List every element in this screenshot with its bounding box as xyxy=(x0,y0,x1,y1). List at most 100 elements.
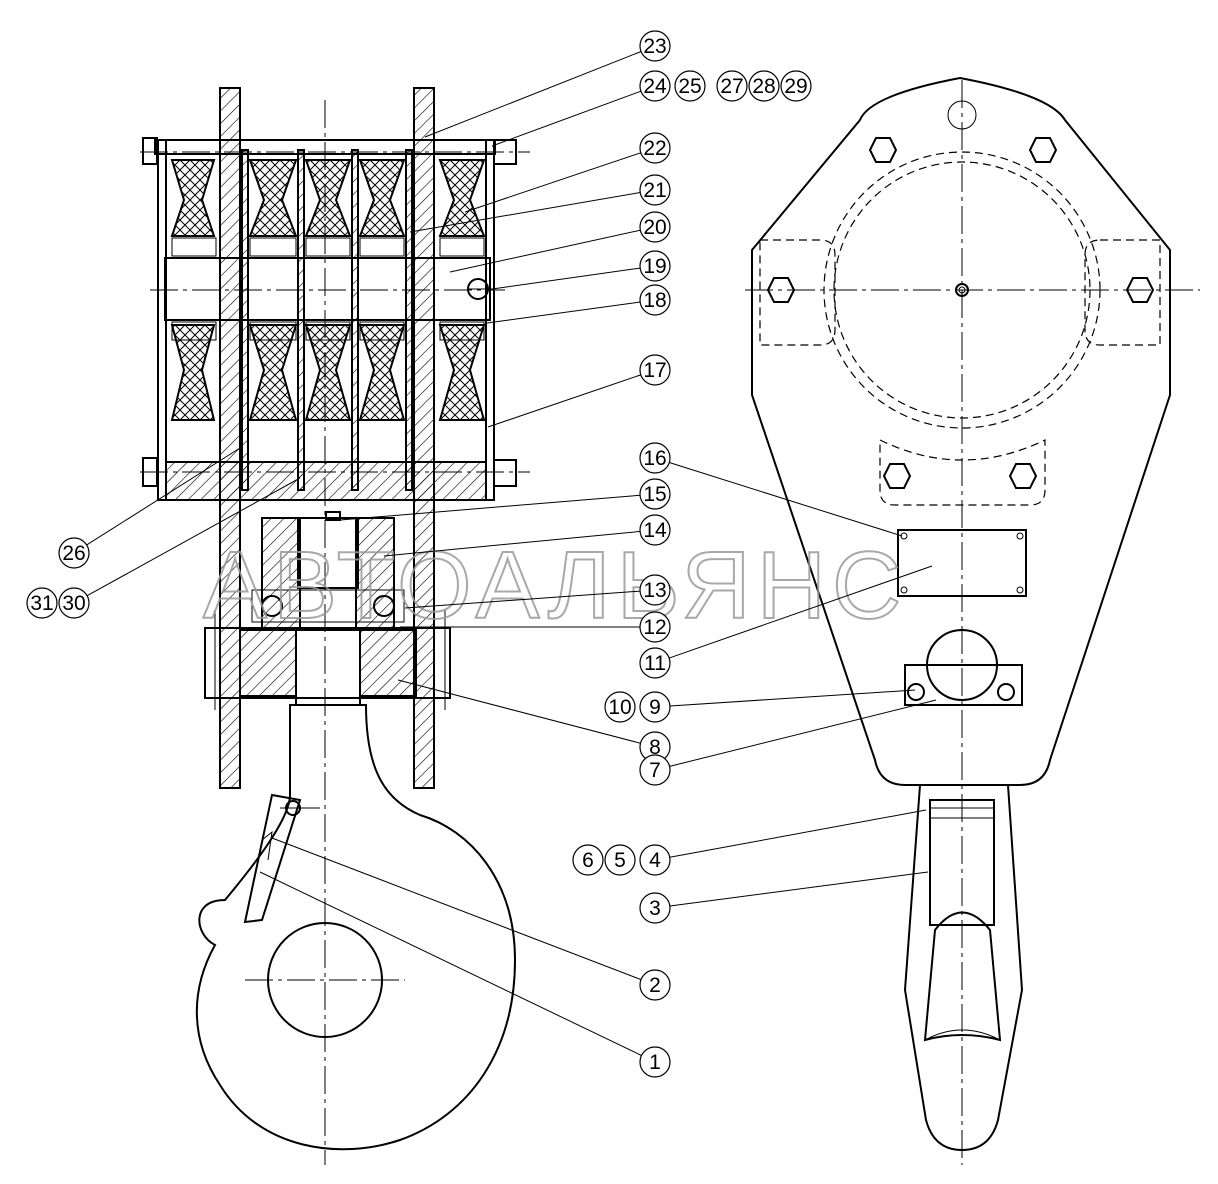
leader-line xyxy=(86,477,301,597)
casing xyxy=(751,76,1171,786)
callout-label: 29 xyxy=(784,75,807,98)
callout-label: 8 xyxy=(649,736,661,759)
callout-circle xyxy=(26,587,58,619)
callout-label: 11 xyxy=(644,652,666,675)
leader-line xyxy=(484,267,641,291)
callout-label: 25 xyxy=(678,75,701,98)
callout-label: 19 xyxy=(643,255,666,278)
sheave-outline xyxy=(823,151,1101,429)
callout-5: 5 xyxy=(604,844,636,876)
callout-circle xyxy=(639,969,671,1001)
callout-26: 26 xyxy=(58,447,241,569)
callout-19: 19 xyxy=(484,250,671,291)
callout-circle xyxy=(639,574,671,606)
callout-circle xyxy=(58,587,90,619)
callout-17: 17 xyxy=(487,354,671,428)
callout-1: 1 xyxy=(259,871,671,1078)
callout-14: 14 xyxy=(383,514,671,557)
callout-label: 21 xyxy=(643,179,666,202)
leader-line xyxy=(397,679,641,744)
callout-label: 9 xyxy=(649,696,661,719)
leader-line xyxy=(491,90,642,147)
leader-line xyxy=(669,462,903,537)
callout-label: 20 xyxy=(643,216,666,239)
callout-circle xyxy=(639,30,671,62)
leader-line xyxy=(486,301,641,324)
callout-circle xyxy=(639,1046,671,1078)
callout-circle xyxy=(780,70,812,102)
leader-line xyxy=(404,590,641,609)
callout-4: 4 xyxy=(639,809,927,876)
callout-label: 28 xyxy=(752,75,775,98)
leader-line xyxy=(669,871,929,907)
leader-line xyxy=(259,871,642,1056)
bearings xyxy=(171,237,485,341)
callout-label: 27 xyxy=(720,75,743,98)
callout-20: 20 xyxy=(449,211,671,273)
callout-label: 15 xyxy=(643,483,666,506)
callout-25: 25 xyxy=(674,70,706,102)
sheave-shaft xyxy=(164,257,491,321)
callout-circle xyxy=(572,844,604,876)
callout-23: 23 xyxy=(424,30,671,138)
callout-21: 21 xyxy=(409,174,671,233)
callout-circle xyxy=(639,892,671,924)
callout-31: 31 xyxy=(26,587,58,619)
callout-11: 11 xyxy=(639,565,933,679)
callout-label: 12 xyxy=(643,616,666,639)
callout-circle xyxy=(604,691,636,723)
callout-circle xyxy=(639,70,671,102)
leader-line xyxy=(424,51,642,138)
callout-circle xyxy=(639,250,671,282)
leader-line xyxy=(339,494,641,521)
callout-circle xyxy=(604,844,636,876)
leader-line xyxy=(86,447,241,546)
bolt-head xyxy=(142,137,158,165)
callout-28: 28 xyxy=(748,70,780,102)
hook-body xyxy=(195,704,517,1151)
leader-line xyxy=(383,530,641,557)
bolt-head xyxy=(142,457,158,487)
callout-29: 29 xyxy=(780,70,812,102)
callout-label: 3 xyxy=(649,897,661,920)
safety-latch xyxy=(243,793,302,924)
callout-2: 2 xyxy=(271,837,671,1001)
right-outer-plate xyxy=(413,87,435,789)
callout-9: 9 xyxy=(639,689,916,723)
callout-circle xyxy=(639,611,671,643)
callout-circle xyxy=(639,174,671,206)
callout-label: 24 xyxy=(643,75,667,98)
callout-circle xyxy=(639,442,671,474)
leader-line xyxy=(271,837,642,981)
callout-label: 30 xyxy=(62,592,85,615)
callout-label: 18 xyxy=(643,289,666,312)
bottom-cross-beam xyxy=(165,461,487,501)
leader-line xyxy=(449,229,641,273)
callout-circle xyxy=(639,691,671,723)
nameplate xyxy=(897,529,1027,597)
callout-label: 6 xyxy=(582,849,594,872)
leader-line xyxy=(668,565,933,659)
side-section-view xyxy=(140,87,530,1165)
callout-7: 7 xyxy=(639,699,937,786)
leader-line xyxy=(669,699,937,767)
callout-label: 7 xyxy=(649,759,661,782)
crosshead xyxy=(204,627,451,699)
callout-label: 5 xyxy=(614,849,626,872)
hook-front xyxy=(903,784,1024,1152)
callout-circle xyxy=(639,211,671,243)
callout-24: 24 xyxy=(491,70,671,147)
callout-label: 31 xyxy=(30,592,53,615)
callout-circle xyxy=(639,514,671,546)
callout-27: 27 xyxy=(716,70,748,102)
callout-circle xyxy=(639,478,671,510)
callout-16: 16 xyxy=(639,442,903,537)
callout-3: 3 xyxy=(639,871,929,924)
hex-bolts xyxy=(766,137,1155,489)
callout-label: 16 xyxy=(643,447,666,470)
callout-30: 30 xyxy=(58,477,301,619)
callout-circle xyxy=(639,132,671,164)
callout-label: 2 xyxy=(649,974,661,997)
